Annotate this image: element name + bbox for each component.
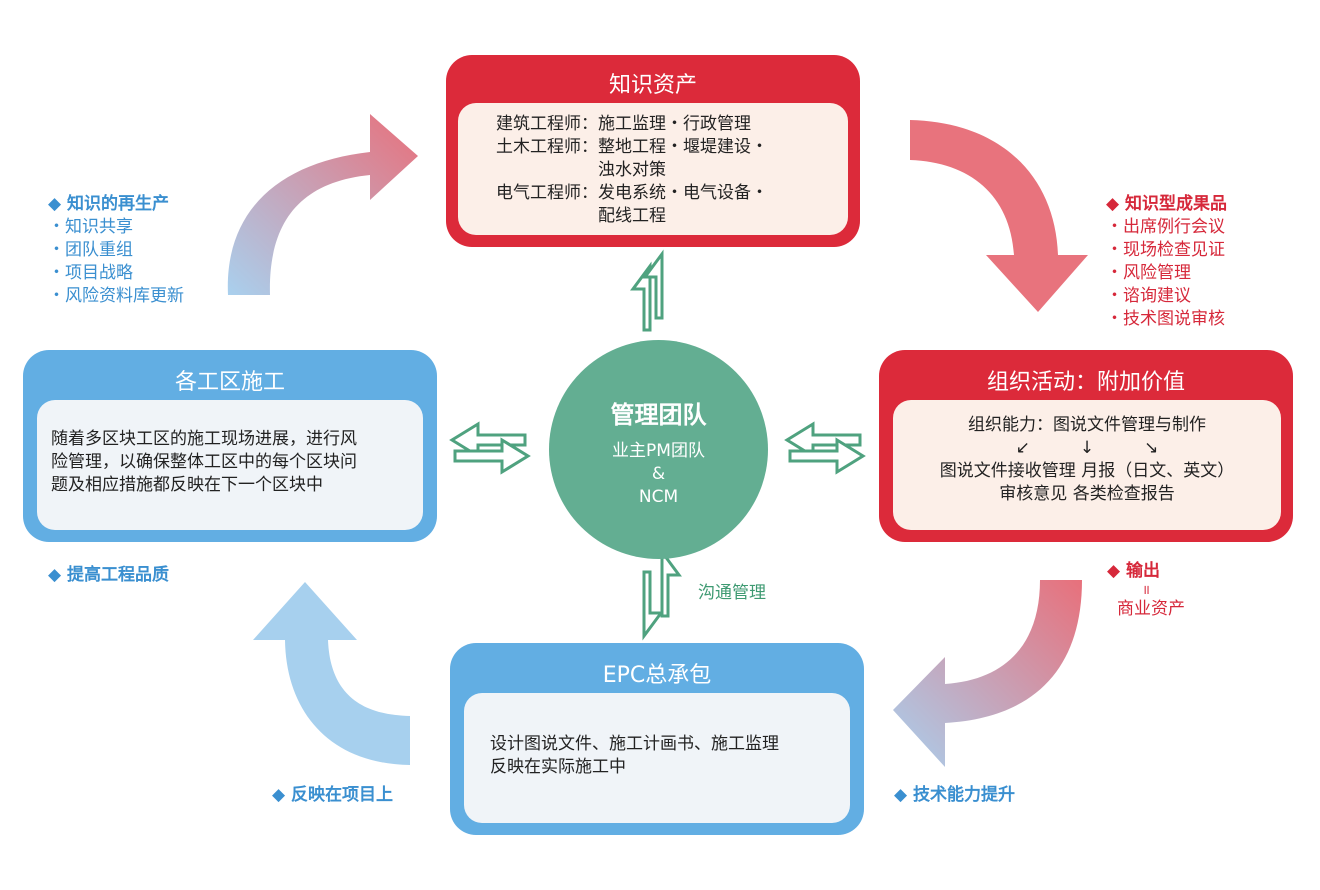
products-item: ・风险管理 — [1106, 263, 1191, 283]
products-label: ◆ 知识型成果品 ・出席例行会议 ・现场检查见证 ・风险管理 ・谘询建议 ・技术… — [1106, 193, 1227, 331]
arrow-products — [910, 120, 1088, 312]
engineer-skill: 整地工程・堰堤建设・ — [598, 137, 768, 157]
engineer-row-civil: 土木工程师： 整地工程・堰堤建设・ 浊水对策 — [496, 136, 848, 182]
epc-text-line: 反映在实际施工中 — [490, 757, 626, 777]
engineer-role: 建筑工程师： — [496, 114, 598, 134]
reflect-label: ◆ 反映在项目上 — [272, 784, 393, 807]
double-arrow-top — [630, 249, 664, 332]
double-arrow-left — [449, 421, 531, 475]
construction-text-line: 随着多区块工区的施工现场进展，进行风 — [51, 429, 357, 449]
output-equals: ॥ — [1142, 583, 1150, 598]
engineer-role: 电气工程师： — [496, 183, 598, 203]
engineer-row-architecture: 建筑工程师： 施工监理・行政管理 — [496, 113, 848, 136]
engineer-row-electrical: 电气工程师： 发电系统・电气设备・ 配线工程 — [496, 182, 848, 228]
output-sub: 商业资产 — [1117, 599, 1185, 619]
organization-activity-content: 组织能力：图说文件管理与制作 ↙ ↓ ↘ 图说文件接收管理 月报（日文、英文） … — [893, 400, 1281, 530]
communication-text: 沟通管理 — [698, 583, 766, 603]
quality-label: ◆ 提高工程品质 — [48, 564, 169, 587]
engineer-skill: 施工监理・行政管理 — [598, 114, 751, 134]
reproduction-item: ・风险资料库更新 — [48, 286, 184, 306]
epc-box: EPC总承包 设计图说文件、施工计画书、施工监理 反映在实际施工中 — [450, 643, 864, 835]
arrow-down-icon: ↓ — [1079, 438, 1095, 458]
organization-activity-box: 组织活动：附加价值 组织能力：图说文件管理与制作 ↙ ↓ ↘ 图说文件接收管理 … — [879, 350, 1293, 542]
double-arrow-bottom — [642, 547, 682, 641]
arrow-down-left-icon: ↙ — [1015, 438, 1030, 458]
knowledge-assets-title: 知识资产 — [608, 73, 697, 98]
tech-label: ◆ 技术能力提升 — [894, 784, 1015, 807]
knowledge-assets-box: 知识资产 建筑工程师： 施工监理・行政管理 土木工程师： 整地工程・堰堤建设・ … — [446, 55, 860, 247]
epc-title: EPC总承包 — [602, 663, 712, 688]
quality-text: ◆ 提高工程品质 — [48, 565, 169, 585]
double-arrow-right — [784, 421, 866, 475]
management-team-circle: 管理团队 业主PM团队 & NCM — [549, 340, 768, 559]
engineer-skill: 浊水对策 — [598, 160, 666, 180]
arrow-down-right-icon: ↘ — [1144, 438, 1159, 458]
engineer-skill: 配线工程 — [598, 206, 666, 226]
construction-zones-content: 随着多区块工区的施工现场进展，进行风 险管理，以确保整体工区中的每个区块问 题及… — [37, 400, 423, 530]
management-team-line: NCM — [638, 487, 679, 507]
epc-content: 设计图说文件、施工计画书、施工监理 反映在实际施工中 — [464, 693, 850, 823]
reproduction-label: ◆ 知识的再生产 ・知识共享 ・团队重组 ・项目战略 ・风险资料库更新 — [48, 193, 184, 308]
document-management: 图说文件接收管理 月报（日文、英文） — [939, 461, 1235, 481]
products-item: ・谘询建议 — [1106, 286, 1191, 306]
arrow-quality — [253, 582, 410, 765]
epc-text-line: 设计图说文件、施工计画书、施工监理 — [490, 734, 779, 754]
construction-zones-box: 各工区施工 随着多区块工区的施工现场进展，进行风 险管理，以确保整体工区中的每个… — [23, 350, 437, 542]
management-team-line: & — [651, 464, 666, 484]
products-item: ・技术图说审核 — [1106, 309, 1225, 329]
management-team-title: 管理团队 — [610, 401, 707, 429]
reproduction-item: ・项目战略 — [48, 263, 133, 283]
construction-zones-title: 各工区施工 — [174, 370, 285, 395]
products-title: ◆ 知识型成果品 — [1106, 194, 1227, 214]
construction-text-line: 题及相应措施都反映在下一个区块中 — [51, 475, 323, 495]
management-team-line: 业主PM团队 — [612, 441, 705, 461]
tech-text: ◆ 技术能力提升 — [894, 785, 1015, 805]
reflect-text: ◆ 反映在项目上 — [272, 785, 393, 805]
products-item: ・现场检查见证 — [1106, 240, 1225, 260]
review-reports: 审核意见 各类检查报告 — [999, 484, 1175, 504]
engineer-role: 土木工程师： — [496, 137, 598, 157]
reproduction-title: ◆ 知识的再生产 — [48, 194, 169, 214]
construction-text-line: 险管理，以确保整体工区中的每个区块问 — [51, 452, 357, 472]
arrow-reproduction — [227, 114, 418, 295]
output-label: ◆ 输出 ॥ 商业资产 — [1105, 560, 1205, 621]
flow-arrows: ↙ ↓ ↘ — [893, 437, 1281, 460]
communication-label: 沟通管理 — [698, 582, 766, 605]
reproduction-item: ・团队重组 — [48, 240, 133, 260]
organization-activity-title: 组织活动：附加价值 — [986, 370, 1185, 395]
knowledge-assets-content: 建筑工程师： 施工监理・行政管理 土木工程师： 整地工程・堰堤建设・ 浊水对策 … — [458, 103, 848, 235]
output-title: ◆ 输出 — [1107, 561, 1160, 581]
engineer-skill: 发电系统・电气设备・ — [598, 183, 768, 203]
reproduction-item: ・知识共享 — [48, 217, 133, 237]
products-item: ・出席例行会议 — [1106, 217, 1225, 237]
arrow-output — [893, 580, 1082, 767]
organization-capability: 组织能力：图说文件管理与制作 — [968, 415, 1206, 435]
